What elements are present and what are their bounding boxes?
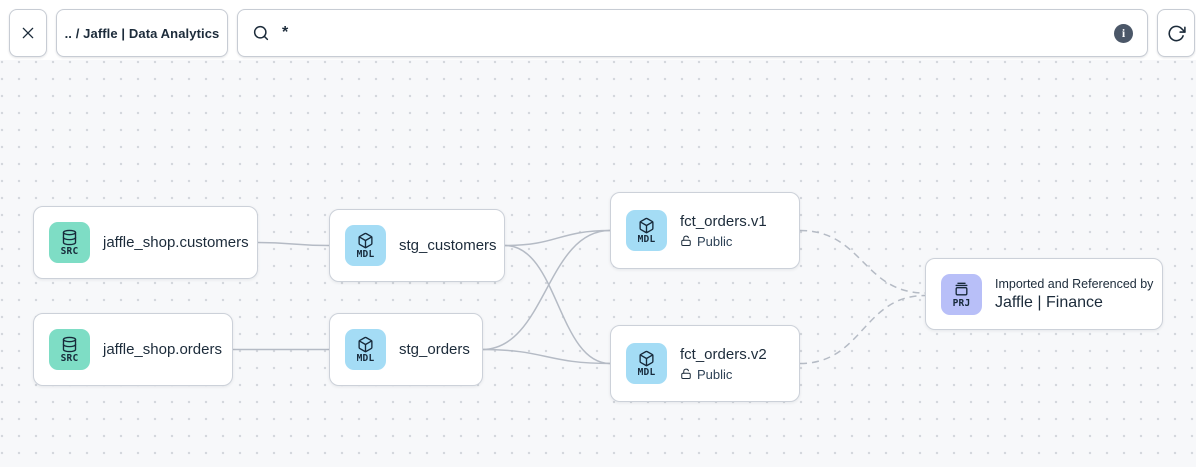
node-label: jaffle_shop.orders: [103, 341, 222, 358]
database-icon: [62, 337, 77, 353]
node-stg-orders[interactable]: MDL stg_orders: [329, 313, 483, 386]
badge-label: MDL: [637, 234, 656, 246]
cube-icon: [639, 351, 654, 367]
model-badge: MDL: [345, 225, 386, 266]
badge-label: MDL: [356, 249, 375, 261]
search-box[interactable]: i: [237, 9, 1148, 57]
refresh-icon: [1167, 25, 1186, 41]
node-text: fct_orders.v1 Public: [680, 213, 767, 249]
access-label: Public: [697, 233, 733, 249]
node-project-jaffle-finance[interactable]: PRJ Imported and Referenced by Jaffle | …: [925, 258, 1163, 330]
model-badge: MDL: [345, 329, 386, 370]
breadcrumb: .. / Jaffle | Data Analytics: [64, 25, 220, 41]
search-icon: [253, 25, 269, 41]
node-label: stg_customers: [399, 237, 497, 254]
node-stg-customers[interactable]: MDL stg_customers: [329, 209, 505, 282]
access-label: Public: [697, 366, 733, 382]
project-badge: PRJ: [941, 273, 982, 315]
node-fct-orders-v2[interactable]: MDL fct_orders.v2 Public: [610, 325, 800, 402]
unlock-icon: [681, 368, 691, 379]
info-glyph: i: [1121, 25, 1126, 40]
node-fct-orders-v1[interactable]: MDL fct_orders.v1 Public: [610, 192, 800, 269]
archive-icon: [955, 282, 968, 296]
node-label: fct_orders.v1: [680, 212, 767, 230]
project-name: Jaffle | Finance: [995, 293, 1103, 311]
cube-icon: [639, 218, 654, 234]
badge-label: MDL: [356, 353, 375, 365]
node-text: Imported and Referenced by Jaffle | Fina…: [995, 277, 1153, 312]
unlock-icon: [681, 235, 691, 246]
badge-label: PRJ: [952, 297, 971, 309]
cube-icon: [358, 233, 373, 249]
close-icon: [22, 27, 34, 39]
model-badge: MDL: [626, 210, 667, 251]
node-label: stg_orders: [399, 341, 470, 358]
node-text: fct_orders.v2 Public: [680, 346, 767, 382]
node-jaffle-shop-orders[interactable]: SRC jaffle_shop.orders: [33, 313, 233, 386]
access-row: Public: [680, 367, 767, 382]
cube-icon: [358, 337, 373, 353]
project-relationship-label: Imported and Referenced by: [995, 276, 1154, 291]
refresh-button[interactable]: [1157, 9, 1195, 57]
node-label: fct_orders.v2: [680, 345, 767, 363]
node-label: jaffle_shop.customers: [103, 234, 249, 251]
database-icon: [62, 230, 77, 246]
search-input[interactable]: [282, 24, 1102, 42]
node-jaffle-shop-customers[interactable]: SRC jaffle_shop.customers: [33, 206, 258, 279]
badge-label: SRC: [60, 246, 79, 258]
model-badge: MDL: [626, 343, 667, 384]
access-row: Public: [680, 234, 767, 249]
badge-label: SRC: [60, 353, 79, 365]
badge-label: MDL: [637, 367, 656, 379]
breadcrumb-button[interactable]: .. / Jaffle | Data Analytics: [56, 9, 228, 57]
source-badge: SRC: [49, 329, 90, 370]
close-button[interactable]: [9, 9, 47, 57]
source-badge: SRC: [49, 222, 90, 263]
info-icon[interactable]: i: [1114, 23, 1133, 43]
